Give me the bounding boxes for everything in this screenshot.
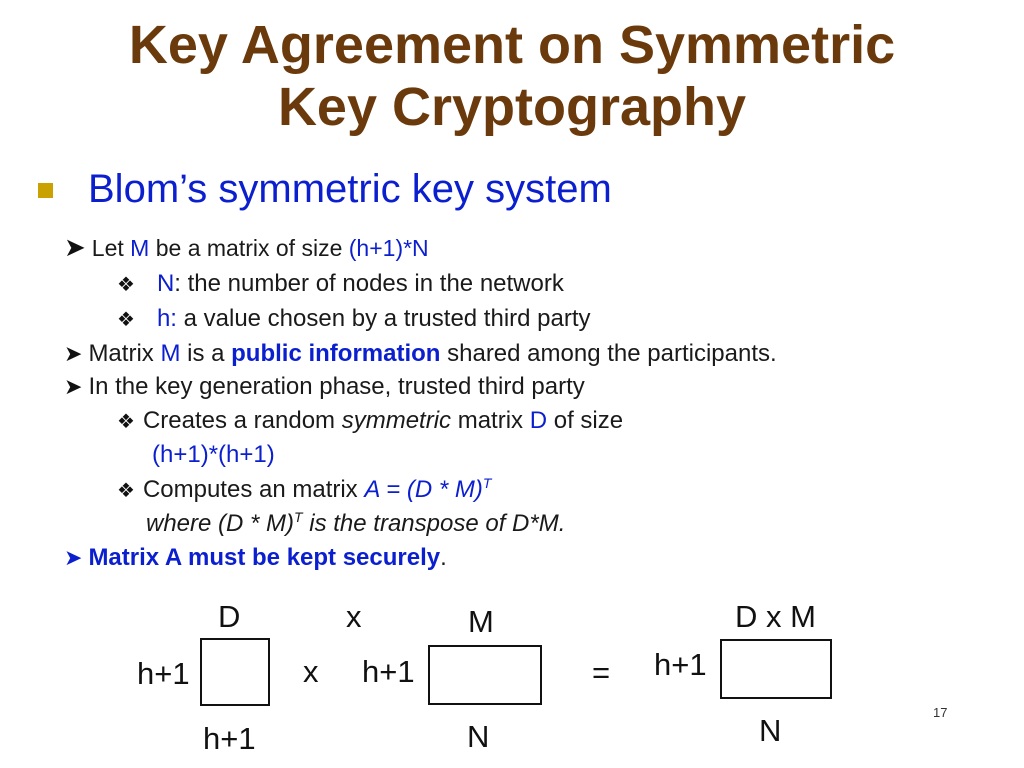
transpose-note: where (D * M)T is the transpose of D*M. [146, 509, 565, 539]
arrow-bullet-icon: ➤ [64, 545, 83, 570]
text: M [130, 235, 150, 261]
m-cols-label: N [467, 719, 490, 754]
bullet-line-public: ➤Matrix M is a public information shared… [64, 339, 777, 369]
title-line-1: Key Agreement on Symmetric [128, 15, 896, 75]
text: N [156, 270, 175, 297]
arrow-bullet-icon: ➤ [64, 341, 83, 366]
matrix-d-label: D [218, 599, 241, 634]
text: is the transpose of D*M. [302, 510, 566, 537]
text: Let [91, 235, 131, 261]
bullet-line-secure: ➤Matrix A must be kept securely. [64, 543, 447, 573]
text: A = (D * M) [364, 476, 483, 503]
text: be a matrix of size [149, 235, 349, 261]
matrix-dxm-label: D x M [735, 599, 816, 634]
text: is a [180, 340, 232, 367]
multiply-top-label: x [346, 599, 362, 634]
matrix-d-box [200, 638, 270, 706]
slide-title: Key Agreement on Symmetric Key Cryptogra… [0, 14, 1024, 138]
text: D [529, 407, 548, 434]
text: (h+1)*N [348, 235, 429, 261]
dxm-cols-label: N [759, 713, 782, 748]
text: Matrix [88, 340, 161, 367]
diamond-bullet-icon: ❖ [117, 480, 135, 502]
matrix-m-box [428, 645, 542, 705]
square-bullet-icon [38, 183, 53, 198]
text: matrix [451, 407, 530, 434]
bullet-line-keygen: ➤In the key generation phase, trusted th… [64, 372, 585, 402]
text: M [160, 340, 181, 367]
dxm-rows-label: h+1 [654, 647, 707, 682]
page-number: 17 [933, 705, 948, 720]
text: Computes an matrix [142, 476, 365, 503]
bullet-line-1: ➤Let M be a matrix of size (h+1)*N [64, 232, 429, 263]
text: h: [156, 305, 177, 332]
text: In the key generation phase, trusted thi… [88, 373, 585, 400]
m-rows-label: h+1 [362, 654, 415, 689]
text: Matrix A must be kept securely [88, 544, 441, 571]
arrow-bullet-icon: ➤ [64, 374, 83, 399]
multiply-sign: x [303, 654, 319, 689]
text: symmetric [341, 407, 452, 434]
text: of size [547, 407, 624, 434]
matrix-dxm-box [720, 639, 832, 699]
title-line-2: Key Cryptography [277, 77, 747, 137]
diamond-bullet-icon: ❖ [117, 309, 135, 331]
text: shared among the participants. [440, 340, 777, 367]
sub-bullet-computes: ❖ Computes an matrix A = (D * M)T [117, 475, 491, 506]
text: T [294, 509, 303, 525]
text: a value chosen by a trusted third party [176, 305, 591, 332]
text: where (D * M) [146, 510, 295, 537]
text: public information [231, 340, 441, 367]
diamond-bullet-icon: ❖ [117, 411, 135, 433]
sub-bullet-creates: ❖ Creates a random symmetric matrix D of … [117, 406, 623, 437]
sub-bullet-nodes: ❖ N: the number of nodes in the network [117, 269, 564, 300]
d-rows-label: h+1 [137, 656, 190, 691]
text: . [440, 544, 447, 571]
text: T [482, 475, 492, 491]
diamond-bullet-icon: ❖ [117, 274, 135, 296]
sub-bullet-h: ❖ h: a value chosen by a trusted third pa… [117, 304, 591, 335]
equals-sign: = [592, 655, 611, 690]
matrix-m-label: M [468, 604, 494, 639]
d-cols-label: h+1 [203, 721, 256, 756]
text: : the number of nodes in the network [174, 270, 564, 297]
main-bullet-text: Blom’s symmetric key system [88, 167, 612, 211]
matrix-size: (h+1)*(h+1) [152, 441, 275, 468]
main-bullet: Blom’s symmetric key system [38, 165, 612, 213]
text: Creates a random [142, 407, 342, 434]
arrow-bullet-icon: ➤ [64, 232, 86, 262]
